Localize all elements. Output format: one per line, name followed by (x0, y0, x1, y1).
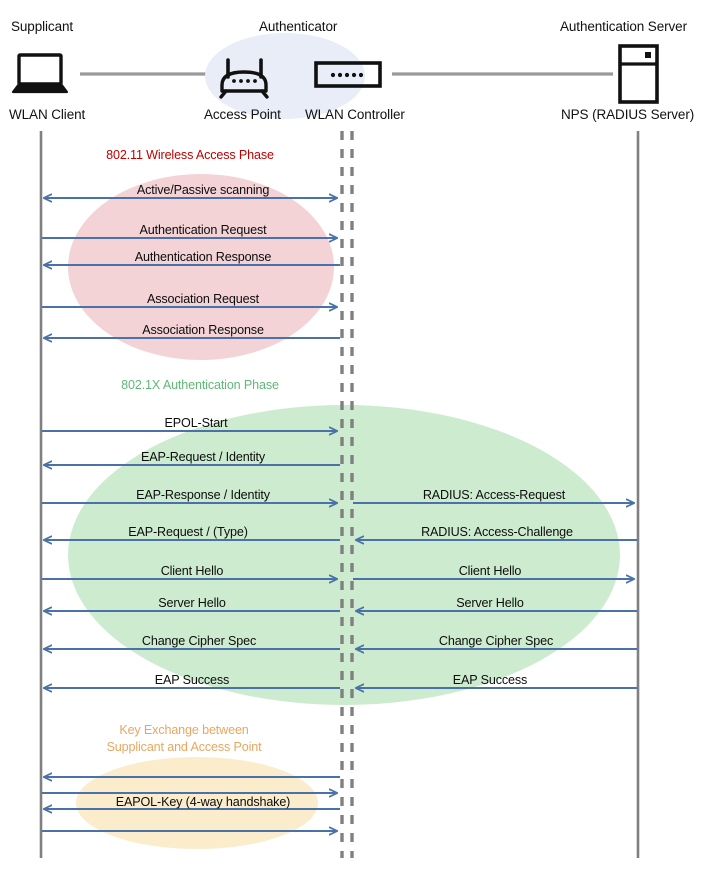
message-label-authentication-request: Authentication Request (139, 223, 267, 237)
message-label-eap-request-identity: EAP-Request / Identity (140, 450, 266, 464)
actor-device-wlan-client: WLAN Client (9, 107, 86, 122)
message-label-change-cipher-spec-left: Change Cipher Spec (141, 634, 257, 648)
message-label-association-response: Association Response (142, 323, 264, 337)
server-icon (618, 44, 659, 104)
message-label-eap-request-type: EAP-Request / (Type) (128, 525, 248, 539)
key-exchange-arrows (42, 777, 340, 831)
actor-role-supplicant: Supplicant (11, 19, 74, 34)
message-label-server-hello-left: Server Hello (158, 596, 226, 610)
message-label-change-cipher-spec-right: Change Cipher Spec (438, 634, 554, 648)
phase-title-key-exchange: Key Exchange between Supplicant and Acce… (107, 722, 262, 756)
dot1x-phase-arrows-right (353, 503, 637, 688)
message-label-client-hello-left: Client Hello (160, 564, 224, 578)
wireless-phase-arrows (42, 198, 340, 338)
phase-title-wireless-access: 802.11 Wireless Access Phase (106, 148, 274, 162)
message-label-radius-access-challenge: RADIUS: Access-Challenge (421, 525, 573, 539)
phase-title-key-exchange-line2: Supplicant and Access Point (106, 740, 262, 754)
laptop-icon (11, 53, 69, 94)
lifelines (39, 131, 640, 858)
actor-role-authenticator: Authenticator (259, 19, 338, 34)
actor-device-wlan-controller: WLAN Controller (305, 107, 405, 122)
access-point-icon (219, 58, 269, 99)
message-label-active-passive-scanning: Active/Passive scanning (136, 183, 270, 197)
dot1x-phase-arrows-left (42, 431, 340, 688)
key-exchange-phase-ellipse (76, 757, 318, 849)
phase-title-key-exchange-line1: Key Exchange between (119, 723, 249, 737)
message-label-eapol-key-handshake: EAPOL-Key (4-way handshake) (115, 795, 291, 809)
actor-device-nps-radius-server: NPS (RADIUS Server) (561, 107, 695, 122)
actor-role-authentication-server: Authentication Server (560, 19, 687, 34)
actor-device-access-point: Access Point (204, 107, 281, 122)
message-label-association-request: Association Request (147, 292, 259, 306)
message-label-eap-success-right: EAP Success (452, 673, 528, 687)
message-label-eap-response-identity: EAP-Response / Identity (136, 488, 270, 502)
authenticator-group-ellipse (205, 33, 365, 119)
message-label-client-hello-right: Client Hello (458, 564, 522, 578)
message-label-eapol-start: EPOL-Start (164, 416, 228, 430)
phase-title-dot1x-authentication: 802.1X Authentication Phase (121, 378, 279, 392)
wireless-phase-ellipse (68, 174, 334, 360)
message-label-radius-access-request: RADIUS: Access-Request (422, 488, 566, 502)
dot1x-phase-ellipse (68, 405, 620, 705)
wlan-controller-icon (314, 61, 382, 88)
message-label-authentication-response: Authentication Response (134, 250, 272, 264)
message-label-server-hello-right: Server Hello (456, 596, 524, 610)
message-label-eap-success-left: EAP Success (154, 673, 230, 687)
